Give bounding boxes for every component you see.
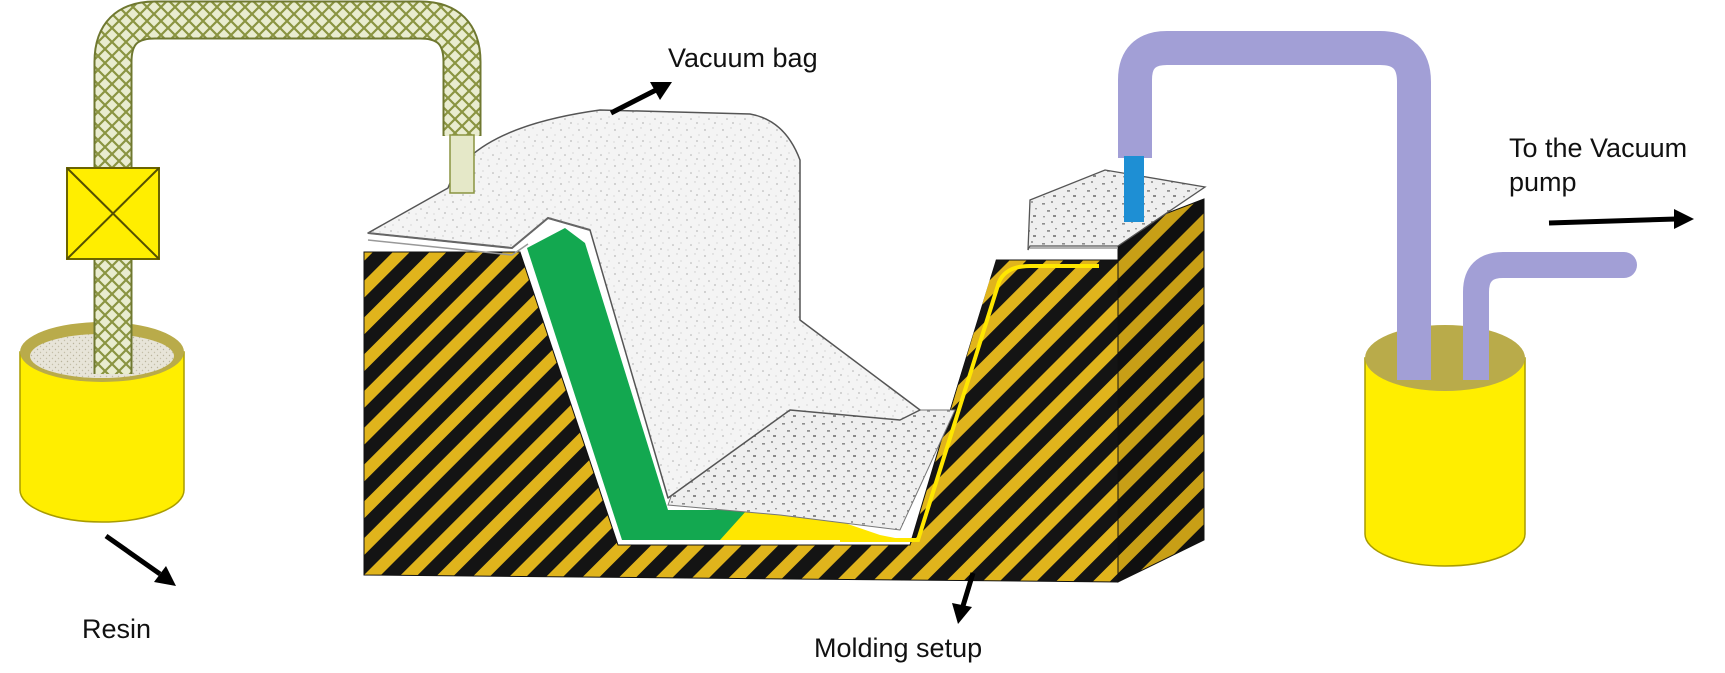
- resin-inlet-hose: [93, 0, 482, 374]
- label-molding-setup: Molding setup: [814, 633, 983, 663]
- vacuum-hose: [1118, 31, 1637, 385]
- vacuum-trap-container: [1364, 325, 1526, 567]
- arrow-to-pump: [1548, 209, 1694, 229]
- arrow-vacuum-bag: [609, 82, 672, 116]
- inlet-valve: [66, 167, 160, 260]
- label-to-vacuum-pump: To the Vacuum pump: [1509, 132, 1687, 200]
- resin-flow-line: [840, 264, 1099, 542]
- label-resin: Resin: [82, 614, 152, 644]
- inlet-port: [449, 134, 475, 194]
- trap-hose-in: [1397, 318, 1431, 380]
- vacuum-outlet-tip: [1124, 156, 1144, 222]
- trap-hose-out: [1463, 320, 1489, 380]
- outlet-panel: [1027, 169, 1207, 251]
- arrow-resin: [104, 533, 176, 586]
- label-vacuum-bag: Vacuum bag: [668, 43, 818, 73]
- label-to-vacuum-pump-line2: pump: [1509, 166, 1577, 197]
- arrow-molding-setup: [952, 572, 976, 624]
- label-to-vacuum-pump-line1: To the Vacuum: [1509, 133, 1688, 163]
